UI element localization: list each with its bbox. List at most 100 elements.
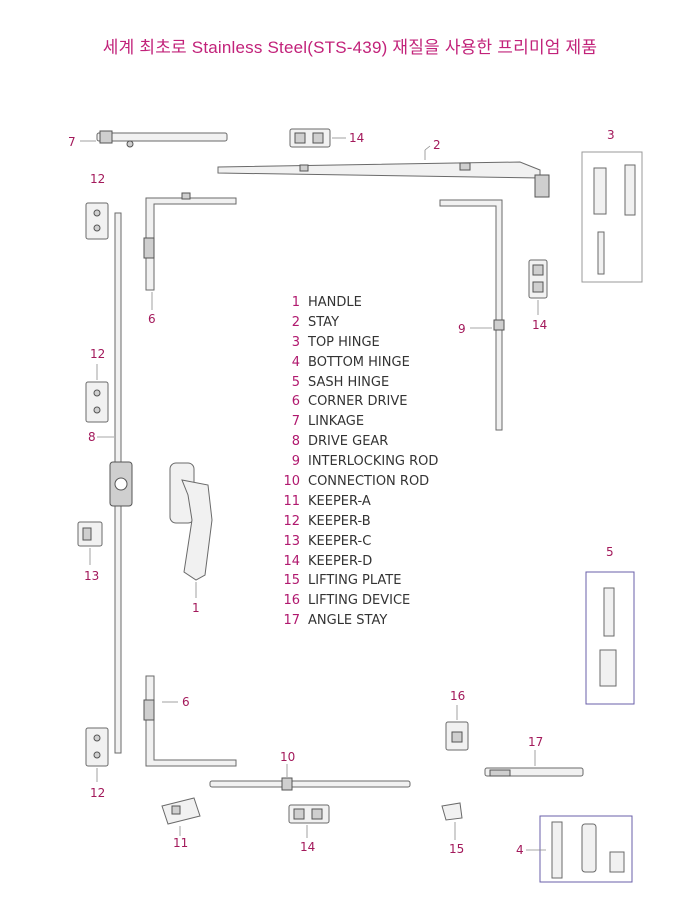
- legend-label: KEEPER-A: [308, 493, 371, 509]
- angle-stay: [484, 767, 584, 777]
- callout-keeper-d-top: 14: [349, 131, 365, 145]
- legend-number: 5: [291, 374, 300, 390]
- callout-interlocking-rod: 9: [458, 322, 466, 336]
- legend-number: 16: [283, 593, 300, 609]
- drive-gear-rod: [109, 212, 133, 754]
- keeper-d-top: [289, 128, 331, 148]
- legend-row: 8 DRIVE GEAR: [280, 432, 438, 452]
- legend-number: 6: [291, 394, 300, 410]
- legend-row: 1 HANDLE: [280, 293, 438, 313]
- bottom-hinge-part: [551, 821, 625, 879]
- legend-row: 14 KEEPER-D: [280, 552, 438, 572]
- callout-corner-drive-top: 6: [148, 312, 156, 326]
- keeper-b-bottom: [85, 727, 109, 767]
- legend-number: 4: [291, 354, 300, 370]
- legend-number: 1: [291, 295, 300, 310]
- legend-number: 13: [283, 533, 300, 549]
- keeper-d-right: [528, 259, 548, 299]
- legend-row: 4 BOTTOM HINGE: [280, 353, 438, 373]
- legend-row: 16 LIFTING DEVICE: [280, 591, 438, 611]
- legend-row: 11 KEEPER-A: [280, 492, 438, 512]
- legend-number: 7: [291, 414, 300, 430]
- linkage-part: [96, 130, 228, 148]
- top-hinge-part: [593, 164, 636, 275]
- legend-number: 17: [283, 613, 300, 629]
- callout-lifting-plate: 15: [449, 842, 465, 856]
- legend-label: STAY: [308, 314, 340, 330]
- legend-row: 7 LINKAGE: [280, 412, 438, 432]
- legend-number: 3: [291, 334, 300, 350]
- lifting-device: [445, 721, 469, 751]
- legend-label: INTERLOCKING ROD: [308, 454, 439, 470]
- legend-label: ANGLE STAY: [308, 613, 388, 629]
- keeper-b-top: [85, 202, 109, 240]
- callout-corner-drive-bottom: 6: [182, 695, 190, 709]
- lifting-plate: [441, 802, 463, 821]
- sash-hinge-box: [585, 571, 635, 705]
- legend-number: 2: [291, 314, 300, 330]
- legend-label: LINKAGE: [308, 414, 365, 430]
- legend-label: CONNECTION ROD: [308, 474, 430, 490]
- callout-bottom-hinge: 4: [516, 843, 524, 857]
- keeper-b-mid: [85, 381, 109, 423]
- legend-label: LIFTING PLATE: [308, 573, 402, 589]
- callout-connection-rod: 10: [280, 750, 296, 764]
- legend-row: 6 CORNER DRIVE: [280, 392, 438, 412]
- legend-row: 3 TOP HINGE: [280, 333, 438, 353]
- handle-part: [169, 462, 213, 581]
- sash-hinge-part: [599, 587, 617, 687]
- legend-number: 11: [283, 493, 300, 509]
- corner-drive-top: [143, 192, 237, 291]
- legend-label: TOP HINGE: [308, 334, 380, 350]
- legend-number: 8: [291, 434, 300, 450]
- corner-drive-bottom: [143, 675, 237, 767]
- legend-row: 15 LIFTING PLATE: [280, 571, 438, 591]
- interlocking-rod: [439, 199, 505, 431]
- legend-label: CORNER DRIVE: [308, 394, 408, 410]
- callout-handle: 1: [192, 601, 200, 615]
- page-title: 세계 최초로 Stainless Steel(STS-439) 재질을 사용한 …: [102, 38, 598, 57]
- keeper-d-bottom: [288, 804, 330, 824]
- legend-row: 12 KEEPER-B: [280, 512, 438, 532]
- callout-keeper-c: 13: [84, 569, 100, 583]
- callout-keeper-d-bottom: 14: [300, 840, 316, 854]
- legend-number: 15: [283, 573, 300, 589]
- legend-row: 17 ANGLE STAY: [280, 611, 438, 631]
- legend-label: HANDLE: [308, 295, 362, 310]
- stay-part: [217, 161, 550, 198]
- parts-legend: 1 HANDLE 2 STAY 3 TOP HINGE 4 BOTTOM HINGE 5…: [280, 293, 438, 631]
- legend-row: 13 KEEPER-C: [280, 532, 438, 552]
- callout-keeper-a: 11: [173, 836, 189, 850]
- legend-label: SASH HINGE: [308, 374, 390, 390]
- legend-row: 9 INTERLOCKING ROD: [280, 452, 439, 472]
- callout-top-hinge: 3: [607, 128, 615, 142]
- legend-label: LIFTING DEVICE: [308, 593, 411, 609]
- legend-label: KEEPER-C: [308, 533, 372, 549]
- callout-keeper-b-bottom: 12: [90, 786, 106, 800]
- legend-number: 9: [291, 454, 300, 470]
- legend-label: BOTTOM HINGE: [308, 354, 410, 370]
- legend-label: DRIVE GEAR: [308, 434, 389, 450]
- legend-row: 10 CONNECTION ROD: [280, 472, 438, 492]
- legend-label: KEEPER-B: [308, 513, 371, 529]
- callout-drive-gear: 8: [88, 430, 96, 444]
- legend-number: 12: [283, 513, 300, 529]
- legend-row: 2 STAY: [280, 313, 438, 333]
- callout-lifting-device: 16: [450, 689, 466, 703]
- callout-keeper-b-top: 12: [90, 172, 106, 186]
- callout-keeper-d-right: 14: [532, 318, 548, 332]
- callout-sash-hinge: 5: [606, 545, 614, 559]
- callout-keeper-b-mid: 12: [90, 347, 106, 361]
- keeper-a: [161, 797, 201, 825]
- top-hinge-box: [581, 151, 643, 283]
- callout-linkage: 7: [68, 135, 76, 149]
- keeper-c: [77, 521, 103, 547]
- callout-angle-stay: 17: [528, 735, 544, 749]
- legend-number: 14: [283, 553, 300, 569]
- connection-rod: [209, 777, 411, 791]
- legend-number: 10: [283, 474, 300, 490]
- legend-row: 5 SASH HINGE: [280, 373, 438, 393]
- bottom-hinge-box: [539, 815, 633, 883]
- legend-label: KEEPER-D: [308, 553, 373, 569]
